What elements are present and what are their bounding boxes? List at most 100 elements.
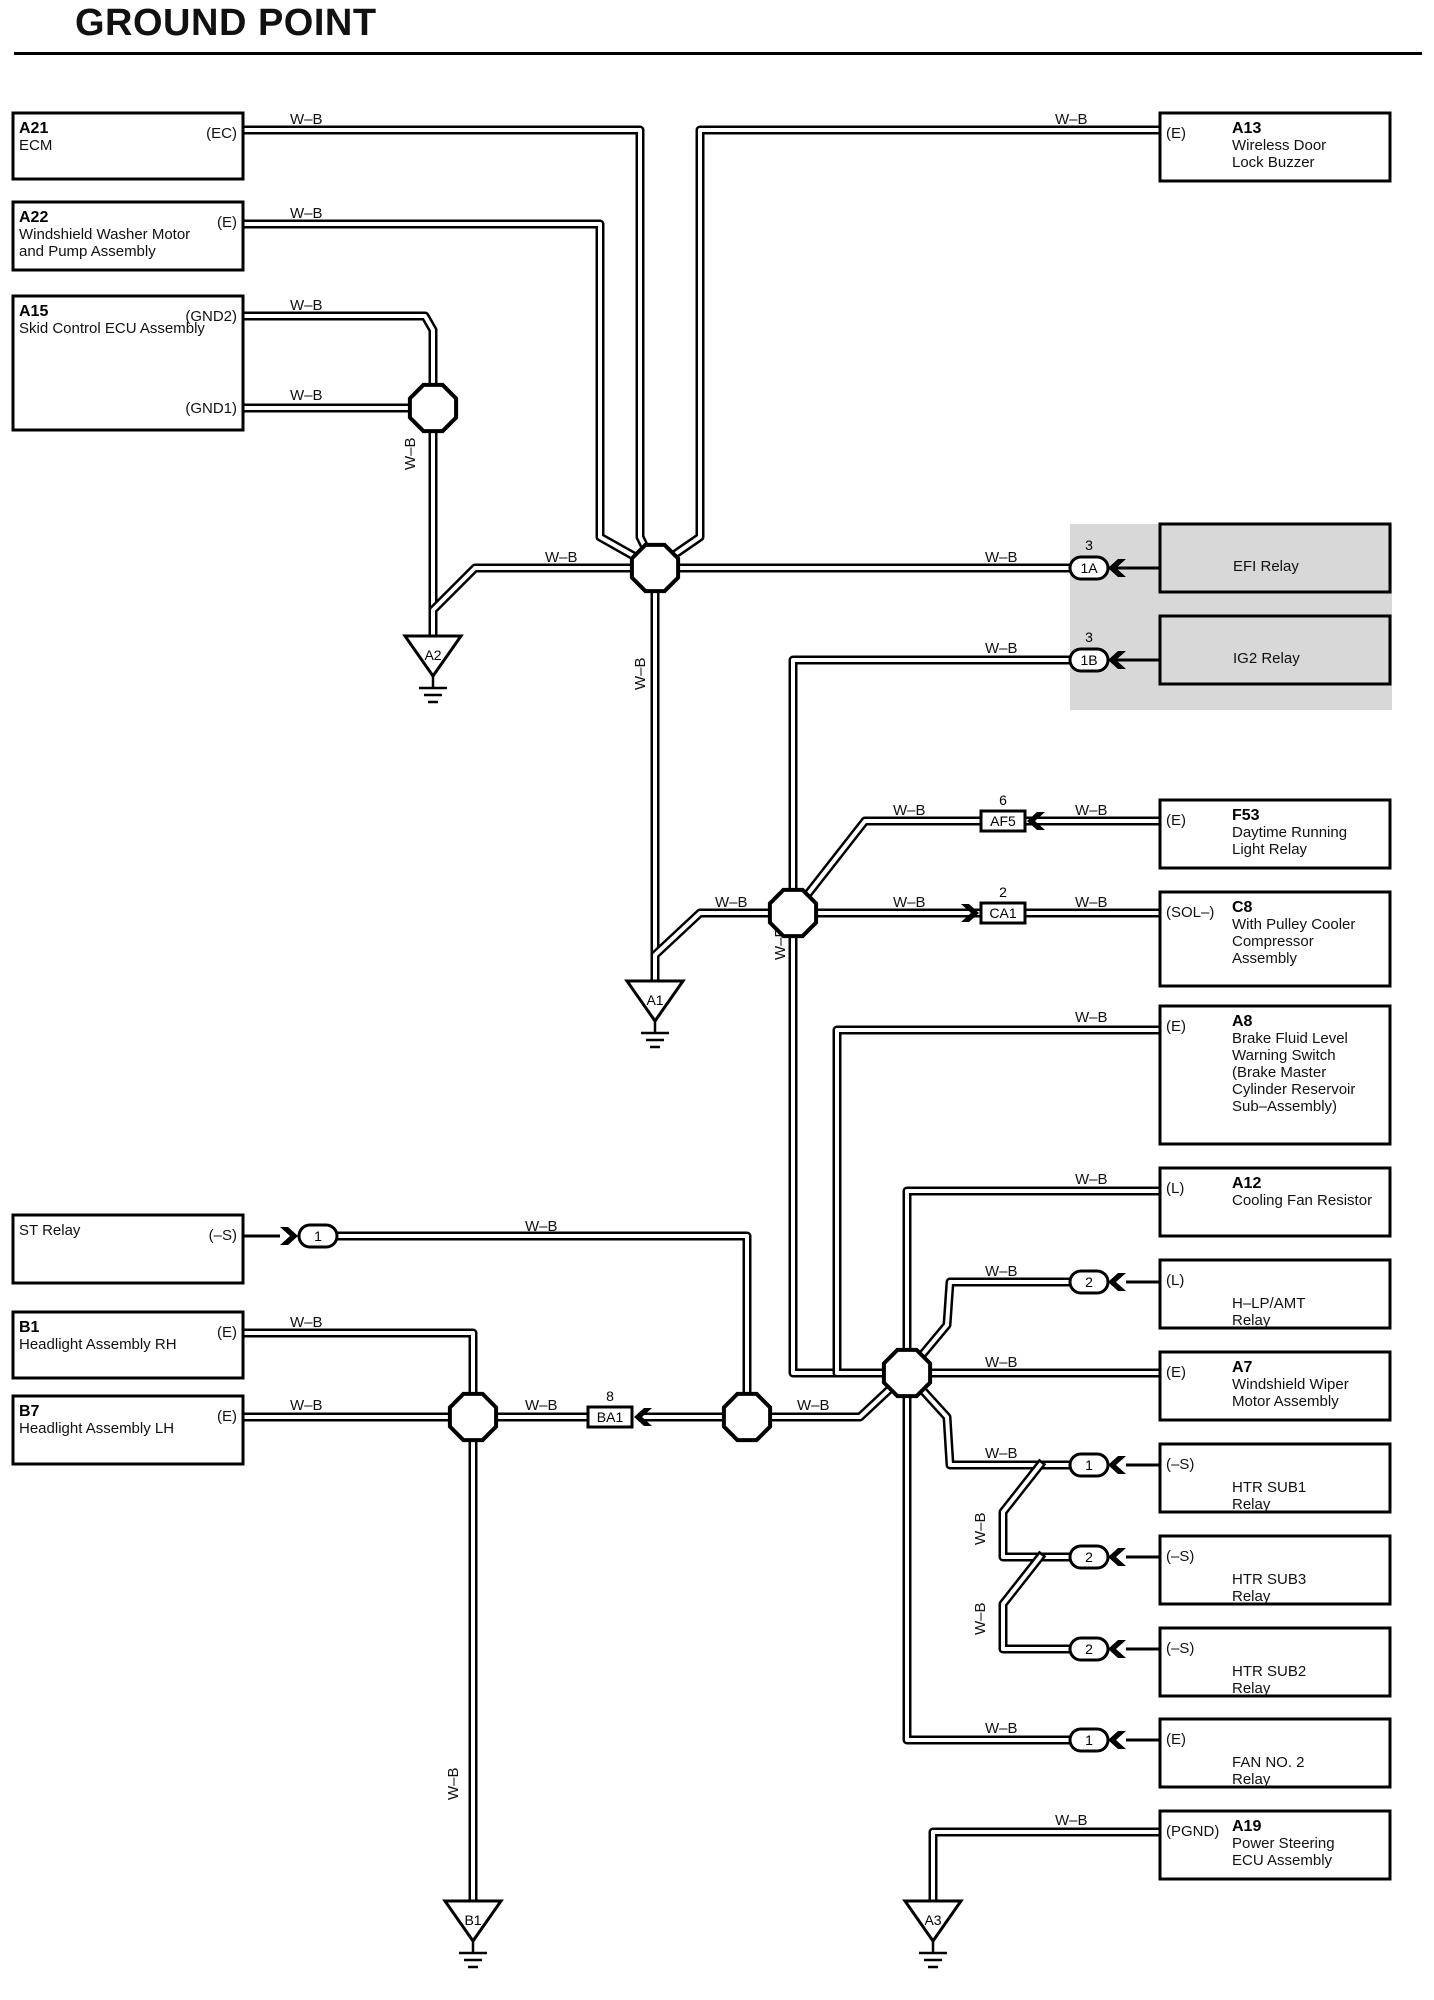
wire-label-wb: W–B bbox=[893, 802, 926, 819]
wire-label-wb: W–B bbox=[797, 1397, 830, 1414]
wire-a12-core bbox=[905, 1189, 1162, 1375]
component-code: A15 bbox=[19, 303, 48, 320]
component-pin: (–S) bbox=[209, 1227, 237, 1244]
component-box bbox=[1158, 1534, 1392, 1606]
wire-label-wb: W–B bbox=[1055, 111, 1088, 128]
component-name: Sub–Assembly) bbox=[1232, 1098, 1337, 1115]
component-pin: (EC) bbox=[206, 125, 237, 142]
wire-label-wb: W–B bbox=[1055, 1812, 1088, 1829]
wire-label-wb: W–B bbox=[893, 894, 926, 911]
wire-htr1-core bbox=[904, 1370, 1072, 1467]
component-code: A12 bbox=[1232, 1175, 1261, 1192]
wire-htr2 bbox=[998, 1550, 1075, 1654]
wire-a15-gnd2-core bbox=[241, 314, 435, 410]
component-pin-gnd1: (GND1) bbox=[185, 400, 237, 417]
connector-ba1-label: BA1 bbox=[597, 1409, 624, 1425]
component-code: A19 bbox=[1232, 1818, 1261, 1835]
component-code: A7 bbox=[1232, 1359, 1253, 1376]
wire-label-wb: W–B bbox=[985, 549, 1018, 566]
wire-hlp-core bbox=[904, 1280, 1072, 1376]
wire-label-wb: W–B bbox=[290, 205, 323, 222]
component-name: Warning Switch bbox=[1232, 1047, 1336, 1064]
component-name: IG2 Relay bbox=[1233, 650, 1300, 667]
component-name: Windshield Wiper bbox=[1232, 1376, 1349, 1393]
junctions bbox=[407, 382, 933, 1443]
component-name: HTR SUB3 bbox=[1232, 1571, 1306, 1588]
component-name: EFI Relay bbox=[1233, 558, 1299, 575]
ground-a3: A3 bbox=[902, 1899, 964, 1969]
connector-ca1 bbox=[979, 901, 1027, 925]
wire-ig2 bbox=[788, 655, 1075, 918]
wire-labels: W–B W–B W–B W–B W–B W–B W–B W–B W–B W–B W–B W–B W–B W… bbox=[290, 111, 1108, 1829]
wire-ig2-core bbox=[791, 658, 1072, 915]
connector-af5-label: AF5 bbox=[990, 813, 1016, 829]
component-name: Assembly bbox=[1232, 950, 1298, 967]
connector-ba1-pin: 8 bbox=[606, 1388, 614, 1404]
component-code: C8 bbox=[1232, 899, 1253, 916]
connector-1b-plug bbox=[1108, 651, 1126, 669]
wire-a19-core bbox=[931, 1830, 1162, 1902]
component-name: HTR SUB2 bbox=[1232, 1663, 1306, 1680]
component-pin: (GND2) bbox=[185, 308, 237, 325]
connector-1a-pin: 3 bbox=[1085, 537, 1093, 553]
component-pin: (E) bbox=[1166, 812, 1186, 829]
component-pin: (L) bbox=[1166, 1272, 1184, 1289]
wire-label-wb: W–B bbox=[1075, 894, 1108, 911]
connector-1a-label: 1A bbox=[1080, 560, 1098, 576]
component-ig2: IG2 Relay bbox=[1108, 614, 1392, 686]
component-name: HTR SUB1 bbox=[1232, 1479, 1306, 1496]
wire-label-wb: W–B bbox=[290, 1397, 323, 1414]
component-pin: (SOL–) bbox=[1166, 904, 1214, 921]
wire-a22-core bbox=[241, 222, 658, 571]
component-code: A22 bbox=[19, 209, 48, 226]
connector-htr3-label: 2 bbox=[1085, 1549, 1093, 1565]
connector-htr2-label: 2 bbox=[1085, 1641, 1093, 1657]
wire-label-wb-vertical: W–B bbox=[972, 1602, 989, 1635]
connector-st bbox=[297, 1223, 339, 1249]
component-name: Cooling Fan Resistor bbox=[1232, 1192, 1372, 1209]
ground-label: A1 bbox=[646, 992, 663, 1008]
component-pin: (E) bbox=[217, 1408, 237, 1425]
page-title: GROUND POINT bbox=[75, 2, 377, 44]
component-box bbox=[11, 111, 245, 181]
connector-1b-pin: 3 bbox=[1085, 629, 1093, 645]
component-efi: EFI Relay bbox=[1108, 522, 1392, 594]
component-pin: (E) bbox=[1166, 1731, 1186, 1748]
wire-label-wb: W–B bbox=[985, 640, 1018, 657]
component-box bbox=[1158, 111, 1392, 183]
junction-1 bbox=[629, 542, 681, 594]
component-name: Headlight Assembly RH bbox=[19, 1336, 177, 1353]
component-name: Relay bbox=[1232, 1312, 1271, 1329]
wire-af5-left-core bbox=[790, 819, 987, 916]
component-box bbox=[1158, 1004, 1392, 1146]
ground-triangle bbox=[442, 1899, 504, 1944]
component-box bbox=[1158, 522, 1392, 594]
component-pin: (E) bbox=[1166, 1018, 1186, 1035]
junction-3 bbox=[767, 887, 819, 939]
wires bbox=[238, 125, 1165, 1905]
component-box bbox=[1158, 1626, 1392, 1698]
wire-htr3-core bbox=[1001, 1462, 1072, 1559]
ground-b1: B1 bbox=[442, 1899, 504, 1969]
component-pin: (L) bbox=[1166, 1180, 1184, 1197]
wire-a13-core bbox=[652, 128, 1162, 571]
wire-label-wb: W–B bbox=[290, 297, 323, 314]
connector-af5 bbox=[979, 809, 1027, 833]
component-box bbox=[1158, 1166, 1392, 1238]
wire-label-wb: W–B bbox=[985, 1720, 1018, 1737]
title-rule bbox=[14, 52, 1422, 55]
wire-label-wb: W–B bbox=[1075, 1009, 1108, 1026]
component-pin: (PGND) bbox=[1166, 1823, 1219, 1840]
wire-j1-a2-core bbox=[431, 566, 657, 637]
connector-ca1-label: CA1 bbox=[989, 905, 1016, 921]
